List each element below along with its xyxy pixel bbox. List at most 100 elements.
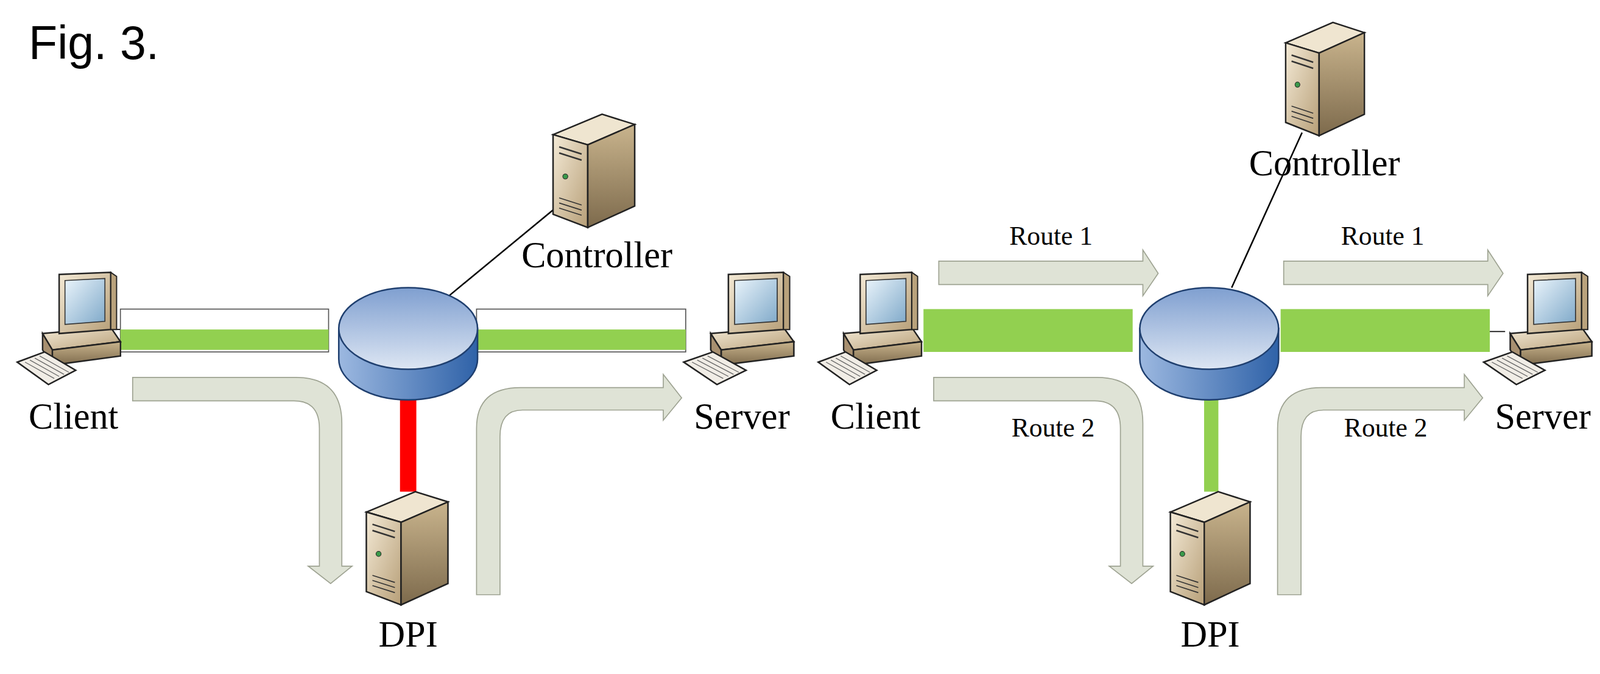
screen — [65, 278, 106, 325]
route-arrow — [1283, 249, 1504, 296]
monitor — [911, 272, 918, 330]
server-front — [1170, 512, 1205, 605]
capacity-outline — [476, 309, 686, 353]
server-side — [587, 124, 635, 228]
switch-top — [1139, 287, 1279, 370]
link — [1487, 331, 1505, 333]
traffic-band — [476, 329, 686, 351]
computer-icon — [681, 270, 797, 388]
switch-top — [338, 287, 478, 370]
route-arrow — [1277, 374, 1484, 596]
computer-node: Server — [681, 270, 797, 388]
computer-icon — [816, 270, 924, 388]
server-icon — [551, 112, 638, 230]
server-icon — [364, 489, 451, 608]
node-label: DPI — [378, 616, 438, 653]
server-node: DPI — [1168, 489, 1253, 608]
key-row — [1497, 359, 1528, 377]
server-icon — [1283, 20, 1368, 139]
key-row — [1507, 356, 1538, 373]
drive-slot — [1176, 530, 1199, 538]
key-row — [39, 356, 69, 373]
node-label: Controller — [1249, 144, 1401, 182]
keyboard — [17, 352, 76, 385]
screen — [734, 278, 778, 325]
power-led — [1294, 82, 1300, 88]
monitor — [110, 272, 117, 330]
vent — [1291, 116, 1314, 124]
power-led — [562, 174, 568, 180]
node-label: Controller — [521, 236, 673, 274]
server-front — [1285, 42, 1320, 136]
figure-number: Fig. 3. — [28, 19, 159, 67]
computer-icon — [1481, 270, 1594, 388]
route-arrow — [476, 374, 682, 596]
monitor — [859, 272, 912, 334]
route-arrow — [938, 249, 1158, 296]
vent — [372, 585, 396, 594]
screen — [1533, 278, 1576, 325]
key-row — [707, 356, 739, 373]
monitor — [728, 272, 784, 334]
node-label: DPI — [1180, 616, 1240, 653]
drive-slot — [559, 146, 582, 155]
traffic-band — [1280, 309, 1490, 353]
node-label: Server — [693, 397, 790, 435]
server-side — [1204, 501, 1250, 605]
key-row — [691, 362, 723, 379]
key-row — [702, 358, 734, 375]
route-label: Route 2 — [1344, 415, 1428, 443]
drive-slot — [1291, 61, 1314, 69]
computer-node: Client — [816, 270, 924, 388]
server-icon — [1168, 489, 1253, 608]
drive-slot — [1176, 524, 1199, 532]
route-arrow — [933, 377, 1153, 584]
keyboard — [683, 352, 747, 385]
drive-slot — [372, 530, 396, 538]
server-side — [400, 501, 448, 605]
route-label: Route 1 — [1009, 223, 1093, 251]
node-label: Client — [830, 397, 921, 435]
power-led — [1179, 551, 1185, 557]
monitor — [783, 272, 790, 330]
key-row — [840, 356, 870, 373]
node-label: Client — [28, 397, 119, 435]
server-front — [366, 512, 401, 605]
server-side — [1319, 32, 1365, 136]
computer-node: Client — [15, 270, 123, 388]
key-row — [34, 358, 64, 375]
key-row — [825, 362, 856, 379]
key-row — [24, 362, 55, 379]
drive-slot — [372, 524, 396, 532]
key-row — [697, 359, 729, 377]
vent — [1176, 585, 1199, 594]
server-front — [553, 134, 588, 228]
server-node: Controller — [551, 112, 638, 230]
drive-slot — [1291, 54, 1314, 63]
server-node: Controller — [1283, 20, 1368, 139]
congested-link — [400, 395, 417, 492]
monitor — [1581, 272, 1588, 330]
traffic-band — [923, 309, 1133, 353]
server-node: DPI — [364, 489, 451, 608]
traffic-band — [120, 329, 329, 351]
route-arrow — [132, 377, 353, 584]
vent — [559, 208, 582, 216]
route-label: Route 2 — [1011, 415, 1096, 443]
key-row — [1501, 358, 1533, 375]
key-row — [1491, 362, 1523, 379]
keyboard — [1483, 352, 1546, 385]
computer-node: Server — [1481, 270, 1594, 388]
keyboard — [818, 352, 878, 385]
power-led — [375, 551, 381, 557]
monitor — [1527, 272, 1582, 334]
dpi-link — [1204, 395, 1219, 492]
node-label: Server — [1494, 397, 1591, 435]
screen — [866, 278, 907, 325]
capacity-outline — [120, 309, 329, 353]
drive-slot — [559, 152, 582, 161]
monitor — [59, 272, 111, 334]
computer-icon — [15, 270, 123, 388]
key-row — [830, 359, 860, 377]
key-row — [835, 358, 865, 375]
